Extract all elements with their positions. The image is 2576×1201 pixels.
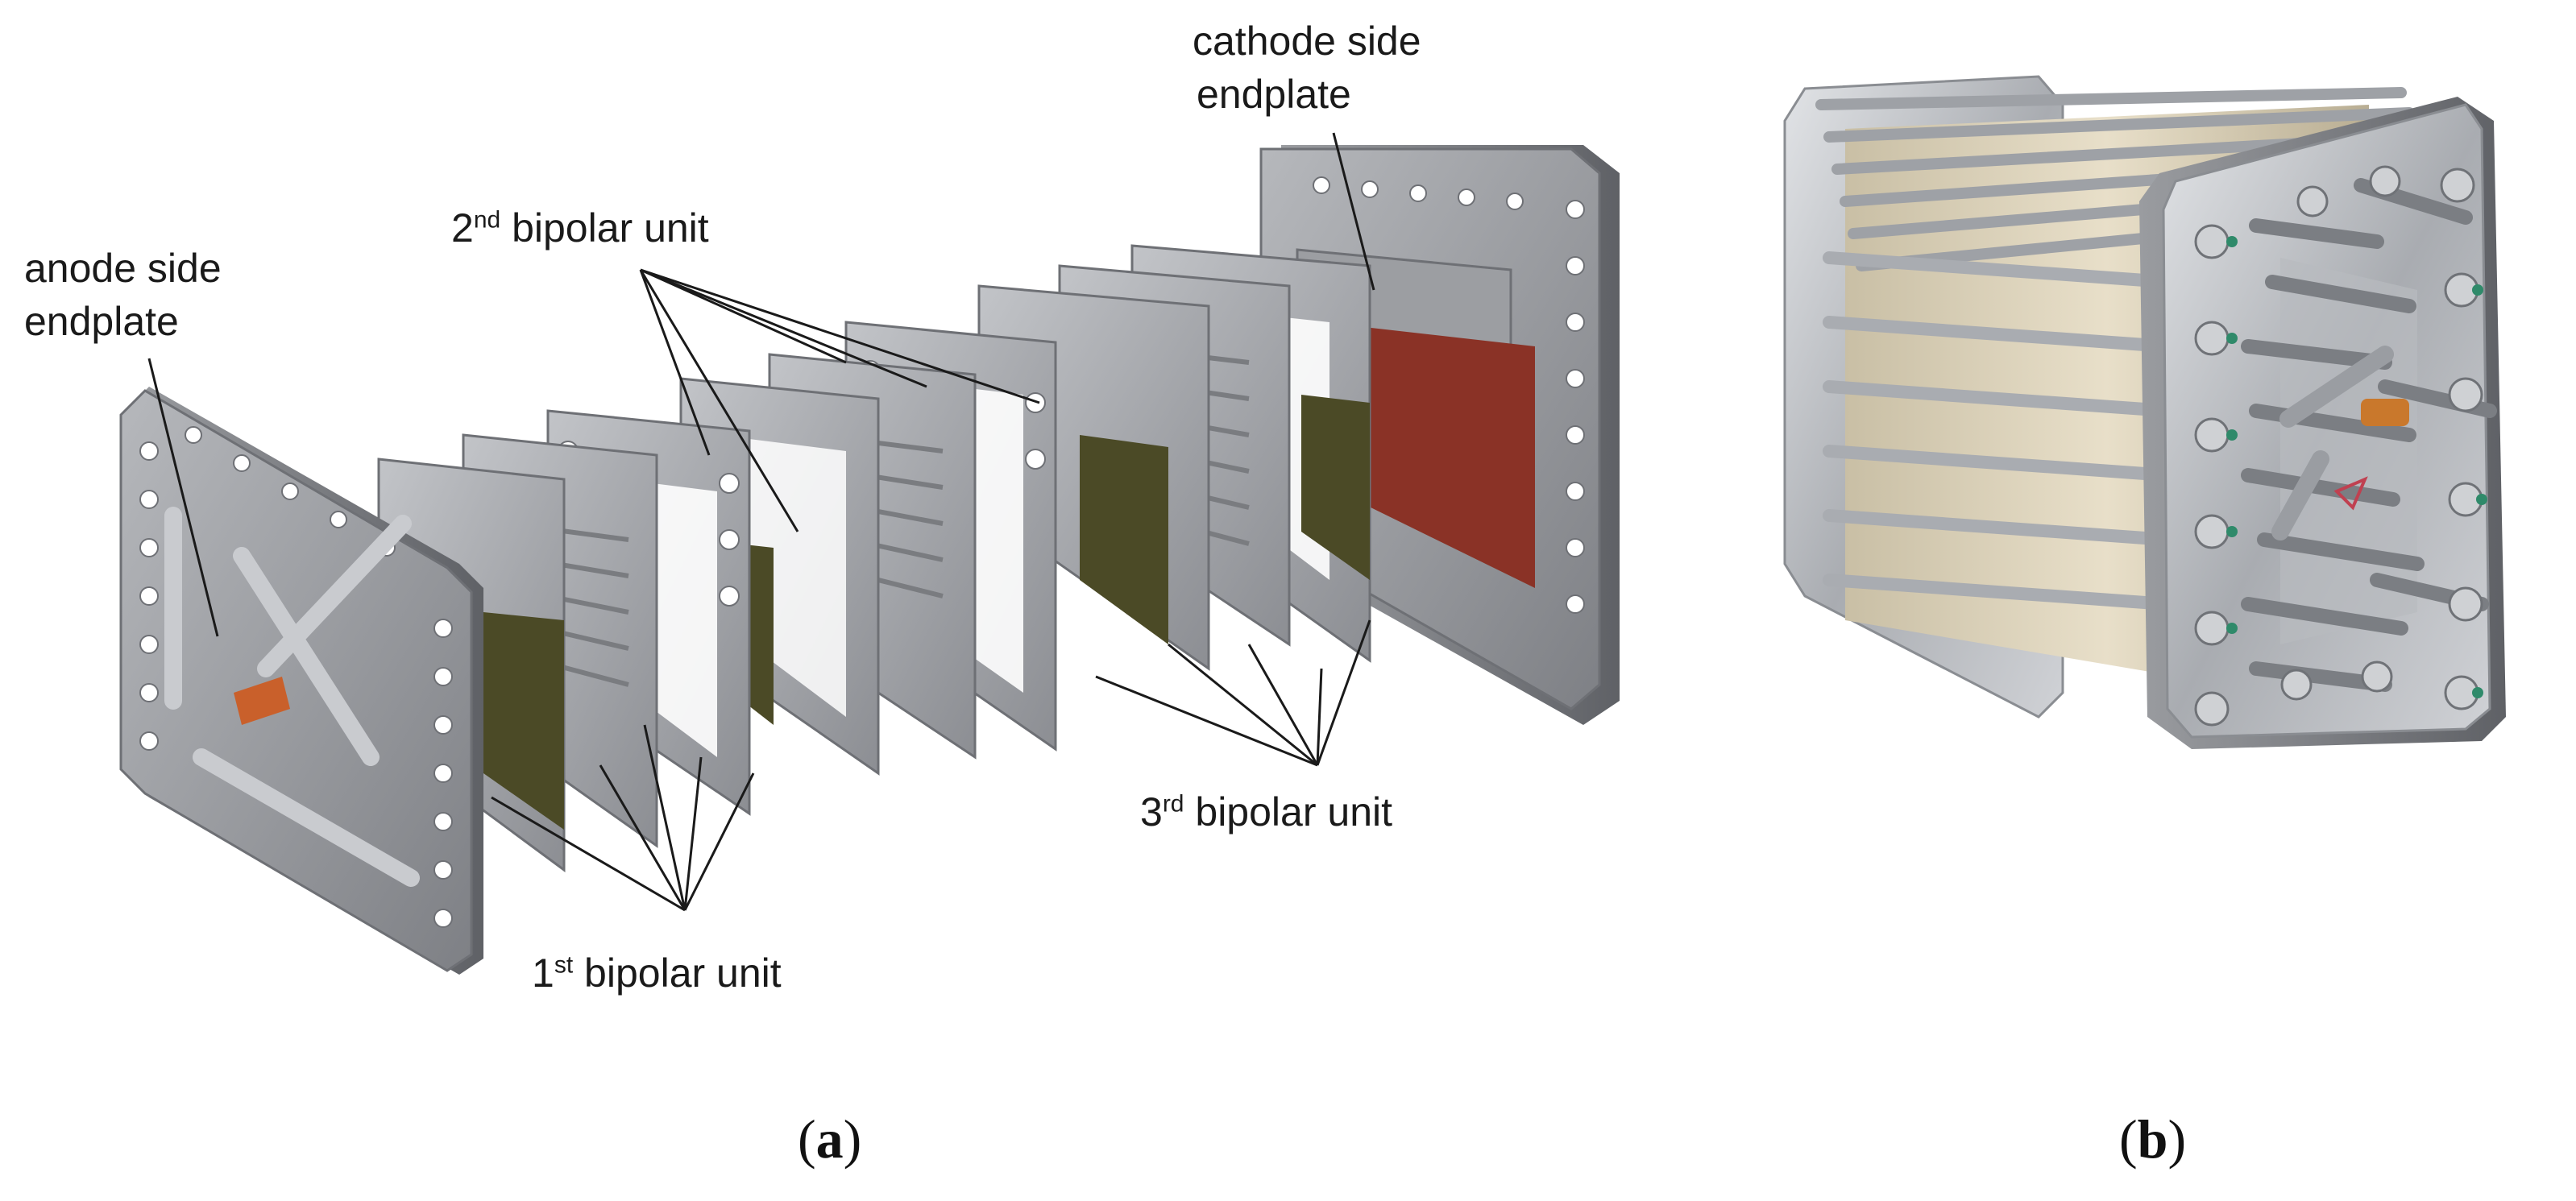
current-terminal <box>2361 399 2409 426</box>
label-line: cathode side <box>1193 19 1421 64</box>
label-line: endplate <box>24 299 179 344</box>
label-ordinal: 2 <box>451 205 474 251</box>
front-endplate <box>2139 97 2506 749</box>
label-text: bipolar unit <box>500 205 709 251</box>
exploded-stack-view <box>119 132 1620 975</box>
label-ordinal-suffix: rd <box>1162 790 1184 818</box>
caption-letter: a <box>815 1108 844 1170</box>
insulator-sleeves <box>2226 236 2487 698</box>
anode-current-terminal <box>234 677 290 725</box>
anode-endplate-label: anode side endplate <box>24 242 222 348</box>
caption-letter: b <box>2137 1108 2168 1170</box>
label-ordinal: 3 <box>1140 789 1163 834</box>
nut-array <box>2194 165 2483 727</box>
bipolar-unit-3-label: 3rd bipolar unit <box>1140 785 1392 839</box>
bipolar-unit-2-label: 2nd bipolar unit <box>451 201 709 255</box>
label-ordinal-suffix: st <box>554 951 574 979</box>
anode-endplate <box>119 387 483 975</box>
bipolar-unit-1-label: 1st bipolar unit <box>532 946 782 1000</box>
assembled-stack-photo <box>1783 75 2506 749</box>
cathode-electrode <box>1321 322 1535 588</box>
label-line: endplate <box>1197 72 1351 117</box>
label-text: bipolar unit <box>573 950 782 996</box>
label-text: bipolar unit <box>1184 789 1392 834</box>
label-line: anode side <box>24 246 222 291</box>
caption-panel-a: (a) <box>798 1108 862 1170</box>
label-ordinal-suffix: nd <box>473 206 501 234</box>
label-ordinal: 1 <box>532 950 554 996</box>
cathode-endplate-label: cathode side endplate <box>1193 14 1421 121</box>
leader-lines <box>147 132 1375 912</box>
warning-mark <box>2333 476 2368 511</box>
caption-panel-b: (b) <box>2119 1108 2187 1170</box>
